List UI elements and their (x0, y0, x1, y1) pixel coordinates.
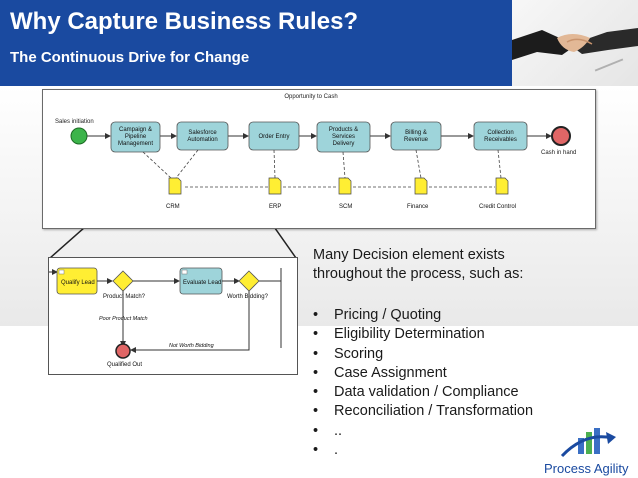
slide-title: Why Capture Business Rules? (10, 8, 359, 35)
svg-text:Billing &: Billing & (405, 130, 427, 136)
svg-text:Automation: Automation (187, 137, 217, 143)
task-order-entry: Order Entry (248, 121, 300, 151)
list-item: •Scoring (313, 345, 573, 364)
logo-text: Process Agility (544, 461, 629, 476)
task-qualify-lead: Qualify Lead (56, 267, 98, 295)
process-diagram: Opportunity to Cash Sales initiation Cam… (42, 89, 596, 229)
subprocess-zoom: Qualify Lead Product Match? Evaluate Lea… (48, 257, 298, 375)
svg-text:Finance: Finance (407, 204, 429, 210)
task-collection-receivables: Collection Receivables (473, 121, 528, 151)
bullet-dot: • (313, 307, 319, 323)
document-finance: Finance (407, 177, 429, 210)
intro-text: Many Decision element exists throughout … (313, 247, 524, 282)
svg-text:Worth Bidding?: Worth Bidding? (227, 294, 269, 300)
bullet-dot: • (313, 422, 319, 439)
handshake-image (512, 0, 638, 86)
svg-text:Evaluate Lead: Evaluate Lead (183, 280, 221, 286)
document-crm: CRM (166, 177, 182, 210)
bullet-dot: • (313, 326, 319, 343)
list-item: •Case Assignment (313, 364, 573, 383)
task-products-services: Products & Services Delivery (316, 121, 371, 153)
slide-header: Why Capture Business Rules? The Continuo… (0, 0, 638, 86)
svg-text:Product Match?: Product Match? (103, 294, 146, 300)
bullet-dot: • (313, 442, 319, 459)
bar-chart-icon (560, 428, 616, 458)
end-event (551, 126, 571, 146)
svg-text:Salesforce: Salesforce (188, 130, 217, 136)
list-item: •Reconciliation / Transformation (313, 402, 573, 421)
svg-text:SCM: SCM (339, 204, 352, 210)
svg-text:ERP: ERP (269, 204, 281, 210)
svg-text:Credit Control: Credit Control (479, 204, 516, 210)
gateway-product-match: Product Match? (103, 270, 146, 300)
svg-text:Services: Services (332, 134, 355, 140)
bullet-list: •Pricing / Quoting •Eligibility Determin… (313, 306, 573, 460)
task-salesforce-automation: Salesforce Automation (176, 121, 229, 151)
start-event-label: Sales initiation (55, 119, 94, 125)
bullet-dot: • (313, 403, 319, 420)
document-erp: ERP (268, 177, 282, 210)
svg-text:Campaign &: Campaign & (119, 127, 152, 133)
task-evaluate-lead: Evaluate Lead (179, 267, 223, 295)
flow-poor-product-match: Poor Product Match (99, 316, 148, 322)
end-event-qualified-out: Qualified Out (107, 343, 142, 368)
list-item: •Data validation / Compliance (313, 383, 573, 402)
start-event (70, 127, 88, 145)
svg-text:Revenue: Revenue (404, 137, 429, 143)
task-campaign-pipeline: Campaign & Pipeline Management (110, 121, 161, 153)
svg-text:Qualify Lead: Qualify Lead (61, 280, 95, 286)
process-agility-logo (540, 420, 638, 478)
list-item: •. (313, 441, 573, 460)
svg-text:Order Entry: Order Entry (258, 134, 289, 140)
svg-text:Pipeline: Pipeline (125, 134, 147, 140)
list-item: •Pricing / Quoting (313, 306, 573, 325)
slide-subtitle: The Continuous Drive for Change (10, 49, 250, 66)
list-item: •.. (313, 422, 573, 441)
bullet-dot: • (313, 345, 319, 362)
task-billing-revenue: Billing & Revenue (390, 121, 442, 151)
decision-elements-panel: Many Decision element exists throughout … (313, 246, 573, 460)
data-associations (142, 149, 502, 188)
svg-text:Products &: Products & (329, 127, 358, 133)
list-item: •Eligibility Determination (313, 325, 573, 344)
svg-text:CRM: CRM (166, 204, 180, 210)
lane-title: Opportunity to Cash (284, 94, 337, 100)
svg-text:Qualified Out: Qualified Out (107, 362, 142, 368)
document-credit-control: Credit Control (479, 177, 516, 210)
flow-not-worth-bidding: Not Worth Bidding (169, 343, 215, 349)
svg-text:Collection: Collection (487, 130, 513, 136)
svg-text:Receivables: Receivables (484, 137, 517, 143)
end-event-label: Cash in hand (541, 150, 576, 156)
bullet-dot: • (313, 384, 319, 401)
svg-text:Delivery: Delivery (333, 141, 355, 147)
bullet-dot: • (313, 364, 319, 381)
gateway-worth-bidding: Worth Bidding? (227, 270, 269, 300)
svg-text:Management: Management (118, 141, 153, 147)
document-scm: SCM (338, 177, 352, 210)
